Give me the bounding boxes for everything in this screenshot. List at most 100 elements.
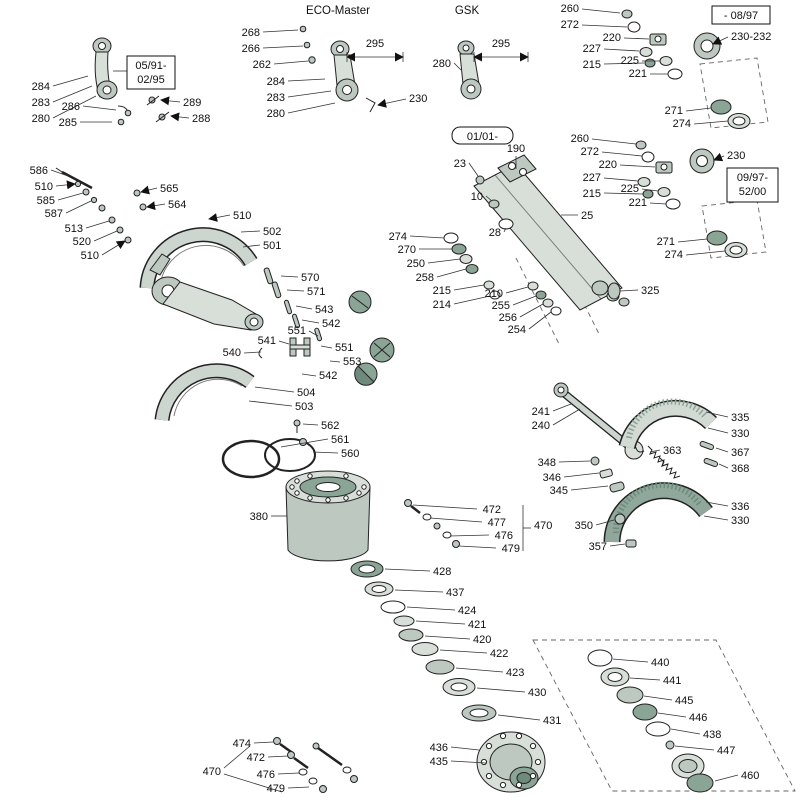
leader-line xyxy=(714,774,739,782)
gsk-adjuster-part xyxy=(457,40,482,100)
part-label-423: 423 xyxy=(506,667,524,679)
part-label-586: 586 xyxy=(30,165,48,177)
date-range-text: 05/91- xyxy=(135,60,167,72)
part-label-288: 288 xyxy=(192,113,210,125)
leader-line xyxy=(623,37,650,40)
leader-line xyxy=(657,712,687,718)
part-label-260: 260 xyxy=(571,133,589,145)
leader-line xyxy=(280,275,299,278)
part-label-283: 283 xyxy=(267,92,285,104)
leader-line xyxy=(512,295,537,306)
bracket-line-470-upper xyxy=(522,505,531,551)
leader-line xyxy=(253,741,274,744)
leader-line xyxy=(427,258,461,264)
leader-line xyxy=(629,677,661,681)
part-label-570: 570 xyxy=(301,272,319,284)
leader-line xyxy=(552,408,581,426)
leader-line xyxy=(453,284,485,291)
date-range-box xyxy=(711,5,771,25)
leader-line xyxy=(603,48,640,52)
part-label-560: 560 xyxy=(341,448,359,460)
part-label-510: 510 xyxy=(233,210,251,222)
leader-line xyxy=(453,295,491,305)
part-label-561: 561 xyxy=(331,434,349,446)
leader-line xyxy=(243,351,262,354)
part-label-540: 540 xyxy=(223,347,241,359)
leader-line xyxy=(82,105,117,111)
part-label-438: 438 xyxy=(703,729,721,741)
dimension-295-eco xyxy=(346,52,404,62)
dashed-line-a xyxy=(515,257,561,347)
leader-line xyxy=(705,411,729,418)
leader-line xyxy=(277,772,300,775)
part-label-501: 501 xyxy=(263,240,281,252)
part-label-428: 428 xyxy=(433,566,451,578)
leader-line xyxy=(485,195,493,202)
part-label-460: 460 xyxy=(741,770,759,782)
part-label-551: 551 xyxy=(288,325,306,337)
part-label-225: 225 xyxy=(621,183,639,195)
part-label-258: 258 xyxy=(416,272,434,284)
part-label-330: 330 xyxy=(731,515,749,527)
leader-line xyxy=(603,192,644,195)
leader-line xyxy=(329,360,341,363)
part-label-286: 286 xyxy=(62,101,80,113)
date-range-box xyxy=(451,126,514,145)
leader-line xyxy=(705,501,729,507)
part-label-437: 437 xyxy=(446,587,464,599)
part-label-274: 274 xyxy=(673,118,691,130)
leader-line xyxy=(718,463,729,469)
part-label-227: 227 xyxy=(583,43,601,55)
part-label-420: 420 xyxy=(473,634,491,646)
leader-line xyxy=(670,728,701,735)
leader-line xyxy=(552,403,572,412)
leader-line xyxy=(52,95,97,119)
part-label-10: 10 xyxy=(471,191,483,203)
leader-line xyxy=(302,423,319,426)
part-label-446: 446 xyxy=(689,712,707,724)
part-label-230: 230 xyxy=(727,150,745,162)
leader-line xyxy=(603,177,639,182)
leader-line xyxy=(581,24,628,28)
leader-line xyxy=(570,485,609,491)
part-label-256: 256 xyxy=(499,312,517,324)
part-label-476: 476 xyxy=(495,530,513,542)
part-label-268: 268 xyxy=(242,27,260,39)
part-label-470: 470 xyxy=(203,766,221,778)
part-label-445: 445 xyxy=(675,695,693,707)
leader-line xyxy=(619,164,656,168)
part-label-220: 220 xyxy=(603,32,621,44)
leader-line xyxy=(101,240,126,256)
leader-line xyxy=(609,543,626,547)
part-label-230-232: 230-232 xyxy=(731,31,771,43)
leader-line xyxy=(287,90,332,98)
part-label-336: 336 xyxy=(731,501,749,513)
part-label-214: 214 xyxy=(433,299,451,311)
date-range-text: 52/00 xyxy=(739,186,767,198)
part-label-262: 262 xyxy=(253,59,271,71)
leader-line xyxy=(458,545,497,549)
axle-beam-part xyxy=(473,154,630,311)
part-label-350: 350 xyxy=(575,520,593,532)
part-label-335: 335 xyxy=(731,412,749,424)
leader-line xyxy=(707,427,729,434)
part-label-520: 520 xyxy=(73,236,91,248)
part-label-274: 274 xyxy=(389,231,407,243)
part-label-250: 250 xyxy=(407,258,425,270)
part-label-430: 430 xyxy=(528,687,546,699)
spindle-washer-stack xyxy=(443,232,621,316)
leader-line xyxy=(649,449,661,453)
part-label-476: 476 xyxy=(257,769,275,781)
part-label-543: 543 xyxy=(315,304,333,316)
dashed-box-hubcap xyxy=(532,639,796,792)
part-label-472: 472 xyxy=(247,752,265,764)
leader-line xyxy=(453,62,462,71)
shoe-pins xyxy=(614,440,719,548)
part-label-510: 510 xyxy=(81,250,99,262)
kingpin-parts xyxy=(258,267,395,386)
part-label-25: 25 xyxy=(581,210,593,222)
leader-line xyxy=(519,303,544,318)
leader-line xyxy=(603,62,645,65)
cam-roller-parts xyxy=(590,456,625,493)
